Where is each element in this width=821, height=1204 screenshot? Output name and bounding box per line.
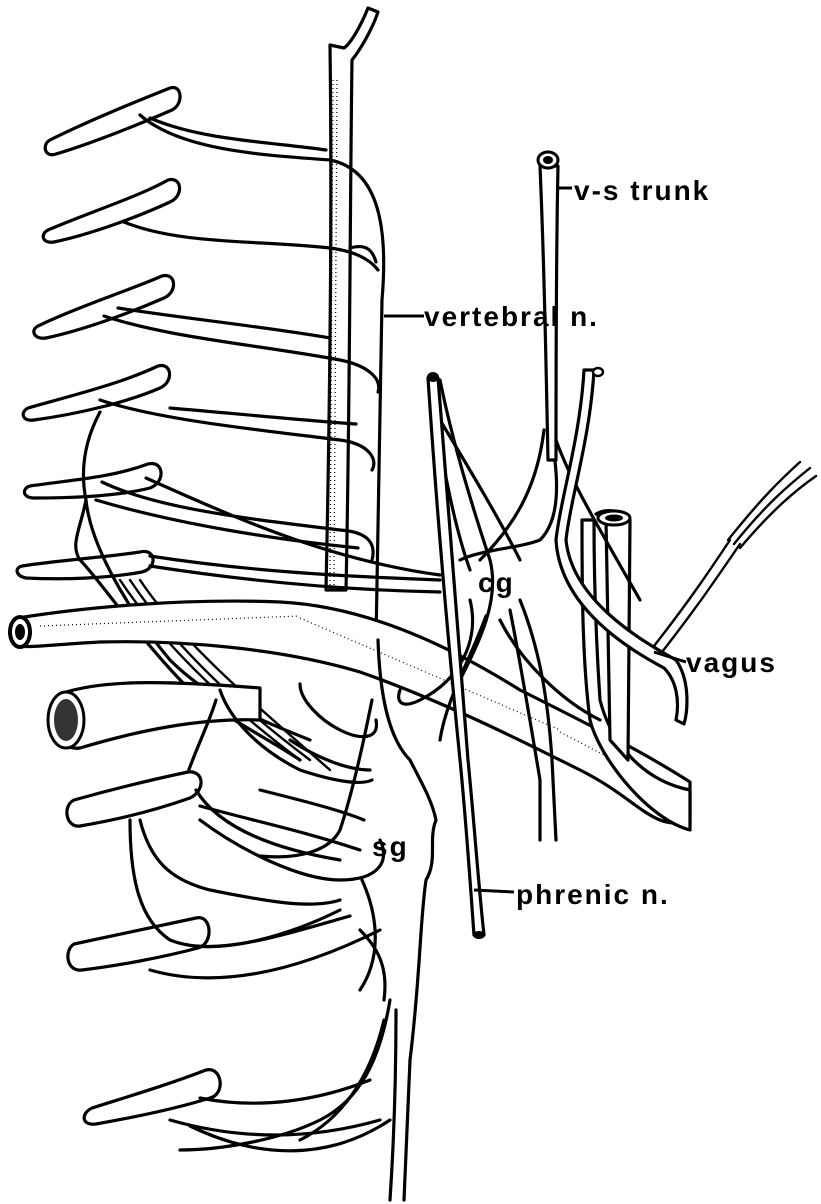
label-vs-trunk: v-s trunk: [574, 175, 710, 206]
cervical-ganglion: [399, 380, 600, 840]
label-phrenic-n: phrenic n.: [516, 879, 670, 910]
label-sg: sg: [372, 831, 409, 862]
leader-phrenic: [474, 890, 514, 892]
lower-vessel-stub: [48, 683, 260, 749]
lower-roots: [67, 700, 390, 1151]
spinal-nerve-roots: [17, 87, 180, 578]
label-vertebral-n: vertebral n.: [424, 301, 599, 332]
electrode: [654, 462, 816, 652]
vertebral-artery: [326, 8, 378, 590]
label-cg: cg: [478, 567, 515, 598]
label-vagus: vagus: [686, 647, 777, 678]
